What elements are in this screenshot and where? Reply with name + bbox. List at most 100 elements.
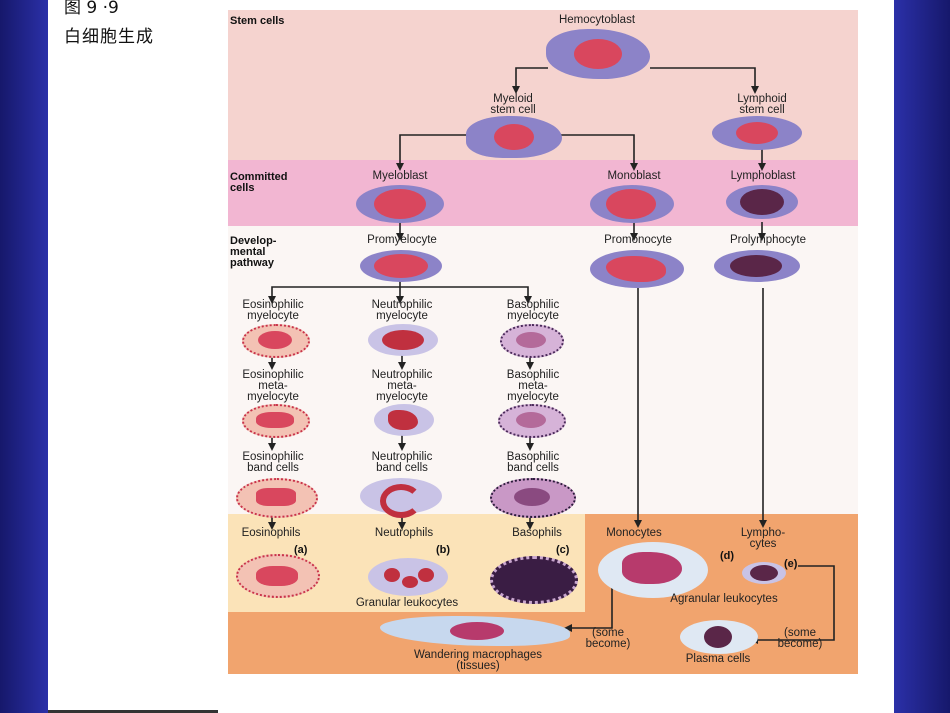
myeloid-nucleus	[494, 124, 534, 150]
neu-meta-nucleus	[388, 410, 418, 430]
label-bas-band-l1: Basophilic	[506, 451, 560, 463]
label-granular-leukocytes: Granular leukocytes	[355, 597, 459, 609]
label-some-become-right: (some become)	[768, 627, 832, 650]
label-neu-meta-l2: meta-	[387, 380, 417, 392]
slide-title-cut: 图 9 ·9	[64, 0, 119, 18]
label-bas-meta: Basophilic meta- myelocyte	[478, 369, 588, 403]
label-some-become-right-l2: become)	[777, 638, 823, 650]
label-hemocytoblast: Hemocytoblast	[558, 14, 636, 26]
label-macrophages-l2: (tissues)	[456, 660, 500, 672]
label-plasma-cells: Plasma cells	[685, 653, 751, 665]
label-lymphocytes: Lympho- cytes	[718, 527, 808, 550]
myeloblast-nucleus	[374, 189, 426, 219]
label-eos-meta-l2: meta-	[258, 380, 288, 392]
band-label-dev-l2: mental	[230, 246, 266, 258]
label-agranular-leukocytes: Agranular leukocytes	[670, 593, 778, 605]
eos-band-nucleus	[256, 488, 296, 506]
label-bas-meta-l3: myelocyte	[507, 391, 559, 403]
lymphocyte-nucleus	[750, 565, 778, 581]
label-eos-meta-l3: myelocyte	[247, 391, 299, 403]
label-eos-band-l2: band cells	[247, 462, 299, 474]
label-neu-myelocyte-l1: Neutrophilic	[371, 299, 433, 311]
letter-e: (e)	[784, 558, 798, 570]
label-eos-myelocyte-l2: myelocyte	[247, 310, 299, 322]
neu-myelocyte-nucleus	[382, 330, 424, 350]
band-label-dev-l1: Develop-	[230, 235, 277, 247]
label-bas-meta-l2: meta-	[518, 380, 548, 392]
neutrophilic-band-cell	[360, 478, 442, 518]
lymphoid-nucleus	[736, 122, 778, 144]
basophilic-metamyelocyte-cell	[498, 404, 566, 438]
label-eos-meta: Eosinophilic meta- myelocyte	[218, 369, 328, 403]
label-lymphocytes-l2: cytes	[749, 538, 777, 550]
eosinophilic-myelocyte-cell	[242, 324, 310, 358]
label-lymphoblast: Lymphoblast	[730, 170, 796, 182]
eosinophil-cell	[236, 554, 320, 598]
neutrophil-lobe-2	[402, 576, 418, 588]
label-myeloid: Myeloid stem cell	[468, 93, 558, 116]
letter-b: (b)	[436, 544, 451, 556]
letter-d: (d)	[720, 550, 735, 562]
label-neu-band: Neutrophilic band cells	[346, 451, 458, 474]
eos-myelocyte-nucleus	[258, 331, 292, 349]
label-neu-band-l2: band cells	[376, 462, 428, 474]
monoblast-nucleus	[606, 189, 656, 219]
promyelocyte-nucleus	[374, 254, 428, 278]
neutrophil-lobe-1	[384, 568, 400, 582]
label-eosinophils: Eosinophils	[241, 527, 301, 539]
bottom-left-rule	[48, 710, 218, 713]
label-promyelocyte: Promyelocyte	[367, 234, 437, 246]
label-some-become-left: (some become)	[576, 627, 640, 650]
letter-c: (c)	[556, 544, 570, 556]
promonocyte-nucleus	[606, 256, 666, 282]
label-monoblast: Monoblast	[607, 170, 661, 182]
label-macrophages-l1: Wandering macrophages	[413, 649, 543, 661]
label-bas-band: Basophilic band cells	[478, 451, 588, 474]
slide-title: 白细胞生成	[64, 27, 154, 47]
label-lymphocytes-l1: Lympho-	[740, 527, 786, 539]
hemocytoblast-nucleus	[574, 39, 622, 69]
promyelocyte-cell	[360, 250, 442, 282]
bas-myelocyte-nucleus	[516, 332, 546, 348]
label-eos-band: Eosinophilic band cells	[218, 451, 328, 474]
band-label-committed-l2: cells	[230, 182, 255, 194]
eosinophilic-band-cell	[236, 478, 318, 518]
left-blue-margin	[0, 0, 48, 713]
lymphocyte-cell	[742, 562, 786, 584]
band-label-committed-l1: Committed	[230, 171, 288, 183]
bas-band-nucleus	[514, 488, 550, 506]
label-prolymphocyte: Prolymphocyte	[729, 234, 807, 246]
label-eos-myelocyte: Eosinophilic myelocyte	[218, 299, 328, 322]
bas-meta-nucleus	[516, 412, 546, 428]
basophilic-band-cell	[490, 478, 576, 518]
label-some-become-left-l1: (some	[592, 627, 624, 639]
neu-band-nucleus	[380, 484, 422, 518]
eos-meta-nucleus	[256, 412, 294, 428]
myeloblast-cell	[356, 185, 444, 223]
eosinophil-nucleus	[256, 566, 298, 586]
band-label-stem: Stem cells	[230, 15, 285, 27]
label-eos-band-l1: Eosinophilic	[242, 451, 304, 463]
neutrophil-cell	[368, 558, 448, 596]
label-bas-myelocyte-l2: myelocyte	[507, 310, 559, 322]
label-lymphoid-l1: Lymphoid	[737, 93, 787, 105]
prolymphocyte-cell	[714, 250, 800, 282]
label-neu-myelocyte-l2: myelocyte	[376, 310, 428, 322]
label-monocytes: Monocytes	[606, 527, 662, 539]
macrophage-nucleus	[450, 622, 504, 640]
label-neu-band-l1: Neutrophilic	[371, 451, 433, 463]
neutrophilic-metamyelocyte-cell	[374, 404, 434, 436]
label-some-become-left-l2: become)	[585, 638, 631, 650]
label-macrophages: Wandering macrophages (tissues)	[368, 649, 588, 672]
label-neu-myelocyte: Neutrophilic myelocyte	[346, 299, 458, 322]
lineage-arrows	[268, 67, 835, 644]
lymphoblast-nucleus	[740, 189, 784, 215]
label-bas-meta-l1: Basophilic	[506, 369, 560, 381]
basophil-cell	[490, 556, 578, 604]
right-blue-margin	[894, 0, 950, 713]
letter-a: (a)	[294, 544, 308, 556]
eosinophilic-metamyelocyte-cell	[242, 404, 310, 438]
label-myeloid-l1: Myeloid	[493, 93, 533, 105]
basophilic-myelocyte-cell	[500, 324, 564, 358]
label-bas-band-l2: band cells	[507, 462, 559, 474]
